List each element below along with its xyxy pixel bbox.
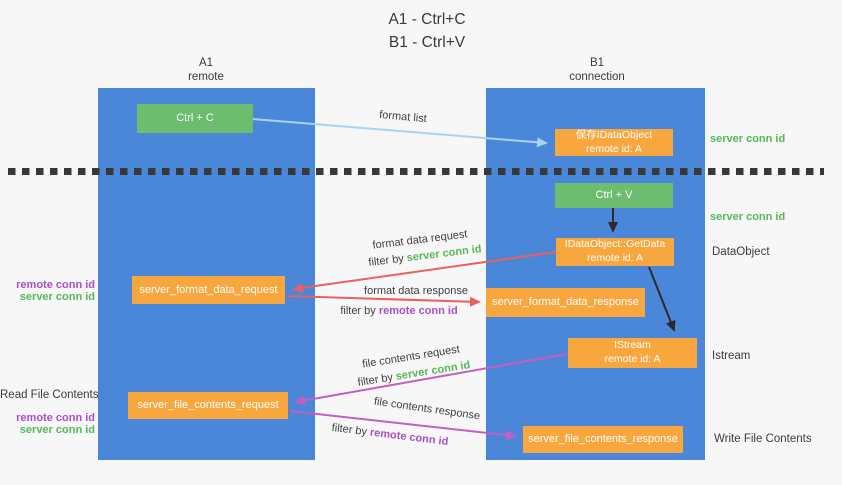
lane-b-header: B1 connection xyxy=(537,56,657,85)
title-line-2: B1 - Ctrl+V xyxy=(388,34,466,52)
arrow-file-contents-request xyxy=(294,353,568,406)
filter-prefix: filter by xyxy=(340,305,376,317)
arrow-file-contents-response xyxy=(289,410,517,440)
right-label-write-file-contents: Write File Contents xyxy=(714,433,812,445)
node-istream: IStream remote id: A xyxy=(568,338,697,368)
file-request-label: server_file_contents_request xyxy=(137,399,279,412)
lane-b-role: connection xyxy=(569,71,625,84)
arrow-getdata-to-istream xyxy=(648,266,676,332)
node-save-idataobject: 保存IDataObject remote id: A xyxy=(555,129,673,156)
format-request-label: server_format_data_request xyxy=(139,283,278,296)
lane-a-header: A1 remote xyxy=(146,56,266,85)
left-label-remote-conn-id-2: remote conn id xyxy=(16,412,95,424)
right-label-istream: Istream xyxy=(712,350,751,362)
filter-remote-conn-id: remote conn id xyxy=(378,305,458,317)
node-ctrl-c: Ctrl + C xyxy=(137,104,253,133)
arrow-format-data-response xyxy=(286,295,481,307)
left-label-remote-conn-id-1: remote conn id xyxy=(16,279,95,291)
title-line-1: A1 - Ctrl+C xyxy=(388,11,466,28)
arrow-format-data-request xyxy=(292,251,557,293)
arrow-format-list xyxy=(252,118,548,148)
getdata-line2: remote id: A xyxy=(586,252,644,264)
getdata-line1: IDataObject::GetData xyxy=(564,238,666,251)
istream-line1: IStream xyxy=(614,339,651,352)
node-server-file-contents-request: server_file_contents_request xyxy=(128,392,288,419)
ctrl-c-label: Ctrl + C xyxy=(176,112,214,125)
right-label-dataobject: DataObject xyxy=(712,246,770,258)
node-server-format-data-response: server_format_data_response xyxy=(486,288,645,317)
node-server-format-data-request: server_format_data_request xyxy=(132,276,285,304)
right-label-server-conn-id-top: server conn id xyxy=(710,133,786,145)
save-idataobject-line1: 保存IDataObject xyxy=(575,128,653,141)
diagram-title: A1 - Ctrl+C B1 - Ctrl+V xyxy=(321,8,533,55)
file-response-label: server_file_contents_response xyxy=(528,433,678,446)
lane-a-role: remote xyxy=(188,71,224,84)
lane-a-name: A1 xyxy=(198,57,214,69)
edge-label-format-data-response: format data response xyxy=(364,285,468,297)
save-idataobject-line2: remote id: A xyxy=(585,142,643,155)
edge-label-filter-remote-1: filter by remote conn id xyxy=(340,305,457,317)
format-response-label: server_format_data_response xyxy=(492,296,639,309)
lane-b-name: B1 xyxy=(589,57,605,69)
left-label-server-conn-id-2: server conn id xyxy=(19,424,95,436)
istream-line2: remote id: A xyxy=(604,353,661,365)
ctrl-v-label: Ctrl + V xyxy=(595,189,633,202)
node-ctrl-v: Ctrl + V xyxy=(555,183,673,208)
node-idataobject-getdata: IDataObject::GetData remote id: A xyxy=(556,238,674,266)
left-label-read-file-contents: Read File Contents xyxy=(0,389,99,401)
left-label-server-conn-id-1: server conn id xyxy=(19,291,95,303)
right-label-server-conn-id-mid: server conn id xyxy=(710,211,786,223)
node-server-file-contents-response: server_file_contents_response xyxy=(523,426,683,453)
